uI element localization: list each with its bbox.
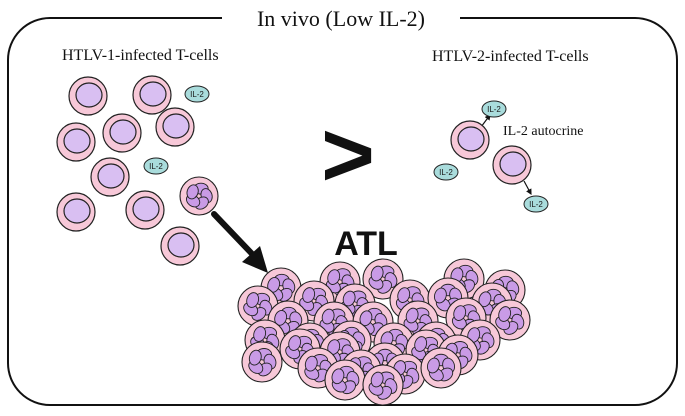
htlv1-cell [160, 226, 200, 266]
autocrine-arrow-down [523, 180, 532, 196]
htlv1-label: HTLV-1-infected T-cells [62, 47, 219, 64]
htlv1-transformed-cell [179, 176, 219, 216]
atl-cell [420, 347, 462, 389]
il2-molecule: IL-2 [523, 195, 549, 213]
il2-layer: IL-2IL-2IL-2IL-2IL-2 [143, 85, 549, 213]
atl-cell [489, 299, 531, 341]
atl-cell [241, 341, 283, 383]
atl-cell [324, 359, 366, 401]
il2-molecule: IL-2 [184, 85, 210, 103]
atl-cell [237, 285, 279, 327]
htlv1-cell [102, 113, 142, 153]
htlv2-label: HTLV-2-infected T-cells [432, 48, 589, 65]
transformation-arrow-head [242, 246, 268, 273]
htlv1-cell [125, 190, 165, 230]
htlv1-cell [155, 107, 195, 147]
atl-label: ATL [334, 225, 398, 263]
htlv2-cell [492, 145, 532, 185]
htlv2-cell [450, 120, 490, 160]
il2-molecule: IL-2 [481, 100, 507, 118]
atl-tumor-cluster [237, 258, 531, 406]
title-background [222, 4, 460, 32]
cells-layer [56, 75, 532, 266]
il2-label: IL-2 [529, 200, 543, 209]
htlv1-cell [56, 122, 96, 162]
atl-cell [459, 319, 501, 361]
il2-molecule: IL-2 [143, 157, 169, 175]
diagram-title: In vivo (Low IL-2) [257, 6, 425, 31]
autocrine-label: IL-2 autocrine [503, 124, 583, 139]
greater-than-symbol: > [321, 104, 375, 206]
il2-label: IL-2 [190, 90, 204, 99]
htlv1-cell [56, 192, 96, 232]
il2-label: IL-2 [439, 168, 453, 177]
il2-label: IL-2 [487, 105, 501, 114]
il2-molecule: IL-2 [433, 163, 459, 181]
atl-cell [362, 364, 404, 406]
il2-label: IL-2 [149, 162, 163, 171]
htlv1-cell [90, 157, 130, 197]
htlv1-cell [68, 76, 108, 116]
htlv1-cell [132, 75, 172, 115]
transformation-arrow-shaft [211, 211, 259, 261]
